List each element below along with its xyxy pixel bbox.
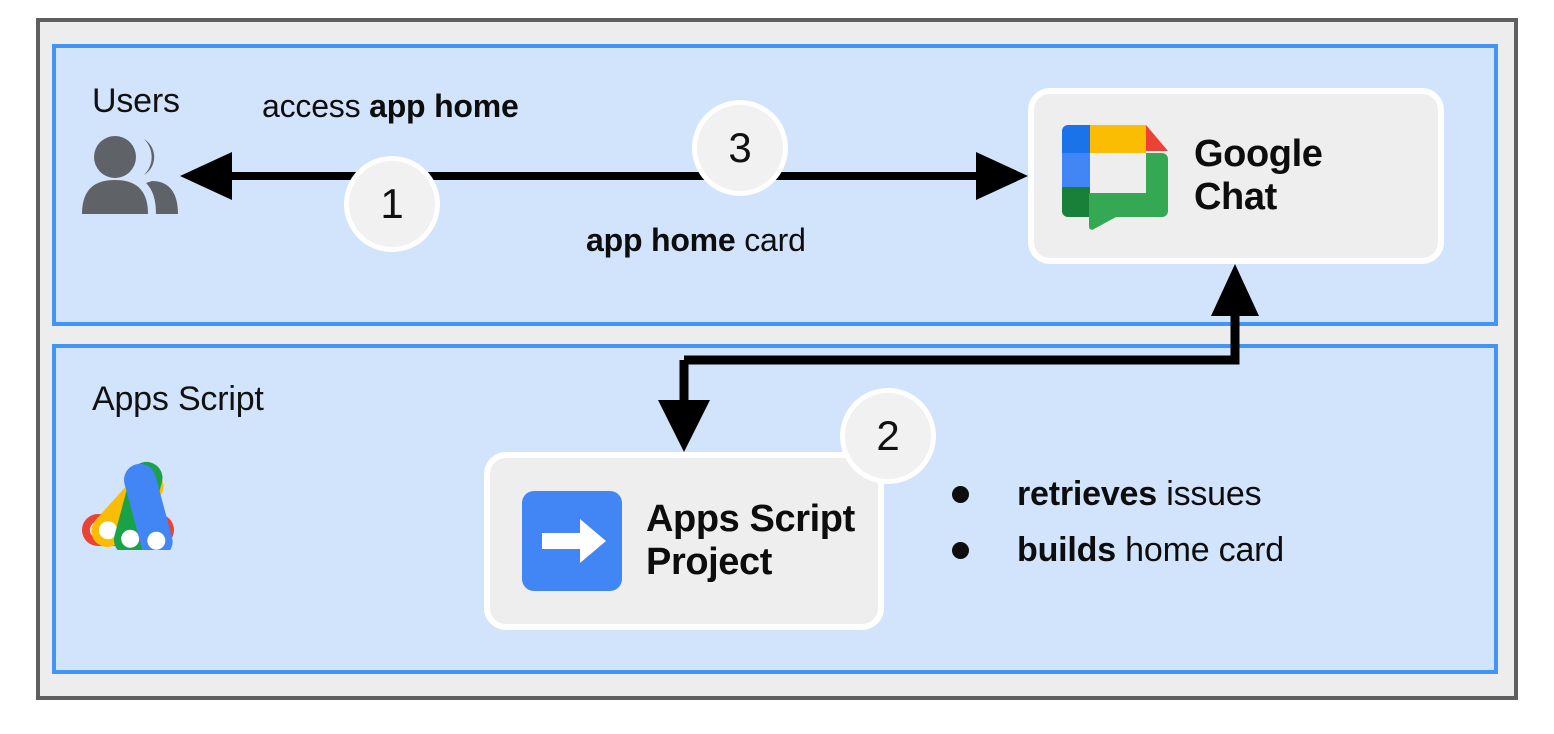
bullet-dot-icon: [952, 485, 969, 503]
list-item: builds home card: [952, 522, 1284, 578]
card-title-line-1: Apps Script: [646, 498, 855, 541]
card-google-chat[interactable]: Google Chat: [1028, 88, 1444, 264]
list-item-rest: home card: [1115, 530, 1285, 569]
list-item-strong: retrieves: [1017, 474, 1157, 513]
step-badge-1: 1: [344, 156, 440, 252]
flow-label-strong: app home: [369, 88, 519, 124]
card-title-google-chat: Google Chat: [1194, 133, 1323, 218]
apps-script-logo-icon: [80, 440, 206, 558]
bullet-dot-icon: [952, 541, 969, 559]
flow-label-prefix: access: [262, 88, 370, 124]
step-badge-number: 2: [876, 412, 900, 459]
step-badge-2: 2: [840, 388, 936, 484]
google-chat-logo-icon: [1056, 117, 1174, 235]
flow-label-app-home-card: app home card: [586, 222, 806, 259]
list-item-strong: builds: [1017, 530, 1116, 569]
list-item: retrieves issues: [952, 466, 1284, 522]
card-apps-script-project[interactable]: Apps Script Project: [484, 452, 884, 630]
card-title-line-2: Project: [646, 541, 773, 583]
card-title-line-2: Chat: [1194, 176, 1277, 218]
section-label-users: Users: [92, 82, 180, 120]
card-title-apps-script-project: Apps Script Project: [646, 498, 855, 583]
step-badge-number: 1: [380, 180, 404, 227]
flow-label-access-app-home: access app home: [262, 88, 519, 125]
list-item-rest: issues: [1156, 474, 1262, 513]
step-badge-number: 3: [728, 124, 752, 171]
step-badge-3: 3: [692, 100, 788, 196]
apps-script-project-icon: [520, 489, 624, 593]
card-title-line-1: Google: [1194, 133, 1323, 176]
users-group-icon: [82, 136, 182, 214]
flow-label-suffix: card: [735, 222, 806, 258]
section-label-apps-script: Apps Script: [92, 380, 264, 418]
flow-label-strong: app home: [586, 222, 736, 258]
apps-script-actions-list: retrieves issues builds home card: [952, 466, 1284, 578]
